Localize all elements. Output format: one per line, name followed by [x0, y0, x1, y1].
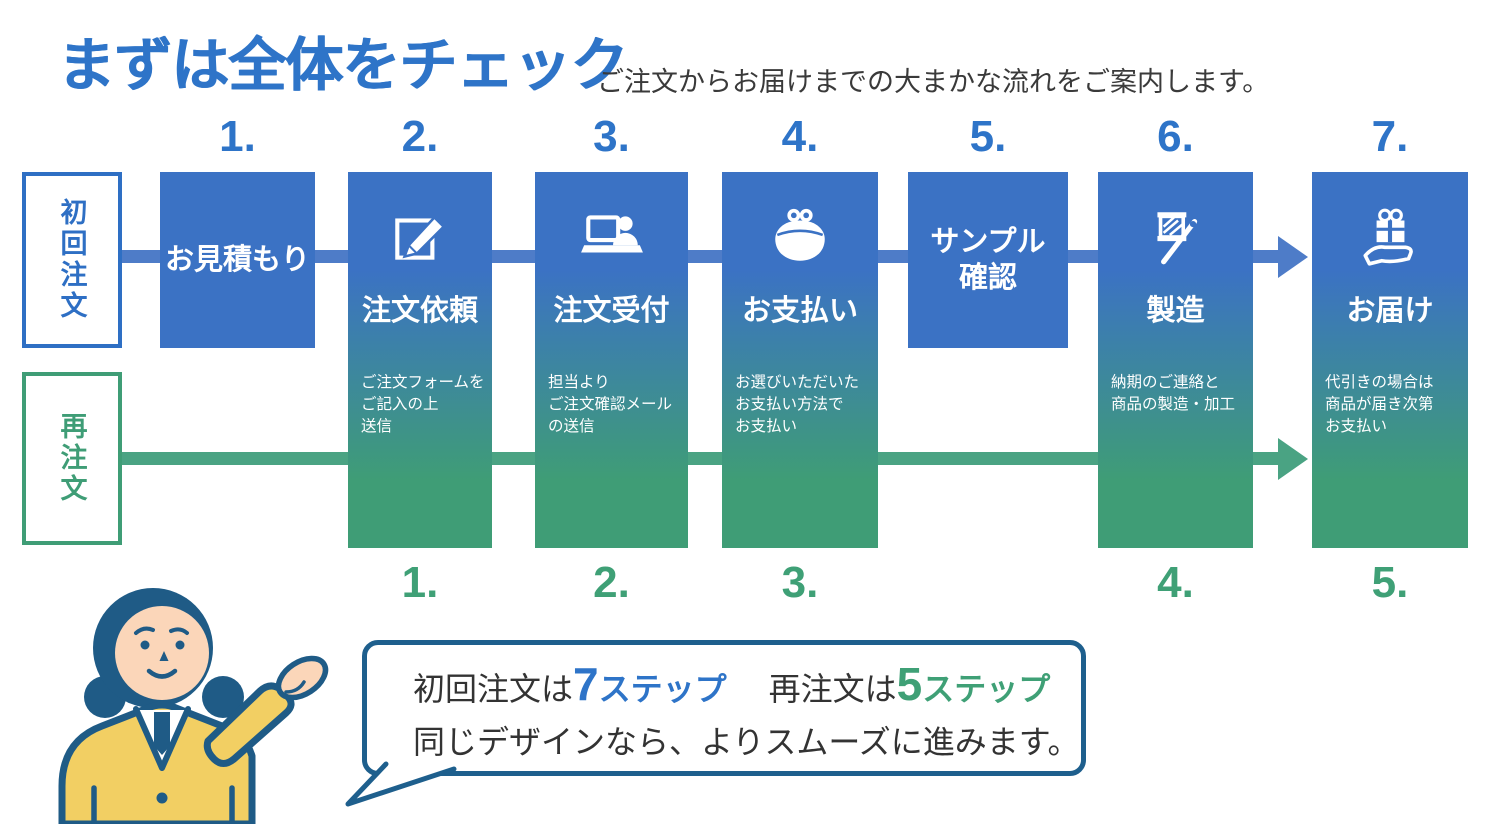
sewing-icon	[1098, 204, 1253, 270]
reorder-flow-arrow	[1278, 438, 1308, 480]
step-title: 注文受付	[553, 295, 670, 327]
step-bottom-number: 2.	[593, 558, 630, 607]
operator-laptop-icon	[535, 204, 688, 270]
row-label-first-order: 初回注文	[22, 172, 122, 348]
bubble-step-summary: 初回注文は7ステップ再注文は5ステップ	[413, 657, 1081, 711]
step-bottom-number: 1.	[401, 558, 439, 607]
step-title: お届け	[1346, 295, 1434, 327]
step-title: お見積もり	[164, 243, 310, 276]
guide-character-illustration	[50, 576, 350, 828]
edit-icon	[348, 204, 492, 270]
step-box: お見積もり	[160, 172, 315, 348]
step-title: サンプル 確認	[930, 225, 1046, 294]
step-title: お支払い	[741, 295, 858, 327]
bubble-reorder-suffix: ステップ	[922, 671, 1051, 707]
step-column-order-reception: 3. 注文受付 担当より ご注文確認メール の送信 2.	[535, 112, 688, 622]
step-top-number: 3.	[593, 112, 630, 161]
step-column-order-request: 2. 注文依頼 ご注文フォームを ご記入の上 送信 1.	[348, 112, 492, 622]
step-top-number: 2.	[401, 112, 439, 161]
step-box: お支払い お選びいただいた お支払い方法で お支払い	[722, 172, 878, 548]
page-title: まずは全体をチェック	[57, 33, 628, 98]
page-subtitle: ご注文からお届けまでの大まかな流れをご案内します。	[597, 67, 1270, 97]
bubble-first-order-suffix: ステップ	[598, 671, 727, 707]
step-bottom-number: 5.	[1371, 558, 1409, 607]
step-box: サンプル 確認	[908, 172, 1068, 348]
step-description: 担当より ご注文確認メール の送信	[548, 374, 673, 435]
bubble-first-order-label: 初回注文は	[413, 671, 574, 707]
speech-bubble-tail	[330, 752, 480, 827]
step-bottom-number: 3.	[781, 558, 819, 607]
bubble-first-order-count: 7	[573, 658, 599, 710]
step-title: 製造	[1146, 295, 1205, 327]
first-order-flow-arrow	[1278, 236, 1308, 278]
step-bottom-number: 4.	[1157, 558, 1194, 607]
step-description: お選びいただいた お支払い方法で お支払い	[735, 374, 860, 435]
bubble-reorder-label: 再注文は	[768, 671, 897, 707]
step-top-number: 5.	[969, 112, 1007, 161]
step-box: お届け 代引きの場合は 商品が届き次第 お支払い	[1312, 172, 1468, 548]
speech-bubble: 初回注文は7ステップ再注文は5ステップ 同じデザインなら、よりスムーズに進みます…	[362, 640, 1086, 776]
step-box: 注文依頼 ご注文フォームを ご記入の上 送信	[348, 172, 492, 548]
step-top-number: 6.	[1157, 112, 1194, 161]
step-description: 代引きの場合は 商品が届き次第 お支払い	[1325, 374, 1434, 435]
step-description: ご注文フォームを ご記入の上 送信	[361, 374, 485, 435]
step-column-manufacturing: 6. 製造 納期のご連絡と 商品の製造・加工 4.	[1098, 112, 1253, 622]
step-top-number: 4.	[781, 112, 819, 161]
step-top-number: 1.	[219, 112, 256, 161]
step-column-delivery: 7. お届け 代引きの場合は 商品が届き次第 お支払い 5.	[1312, 112, 1468, 622]
step-column-sample-check: 5. サンプル 確認	[908, 112, 1068, 622]
step-box: 注文受付 担当より ご注文確認メール の送信	[535, 172, 688, 548]
gift-hand-icon	[1312, 204, 1468, 270]
step-title: 注文依頼	[361, 295, 478, 327]
bubble-reorder-count: 5	[896, 658, 923, 710]
bubble-note: 同じデザインなら、よりスムーズに進みます。	[413, 724, 1080, 760]
purse-icon	[722, 204, 878, 270]
step-top-number: 7.	[1371, 112, 1409, 161]
row-label-reorder: 再注文	[22, 372, 122, 545]
step-description: 納期のご連絡と 商品の製造・加工	[1111, 374, 1236, 413]
step-column-payment: 4. お支払い お選びいただいた お支払い方法で お支払い 3.	[722, 112, 878, 622]
step-column-estimate: 1. お見積もり	[160, 112, 315, 622]
step-box: 製造 納期のご連絡と 商品の製造・加工	[1098, 172, 1253, 548]
